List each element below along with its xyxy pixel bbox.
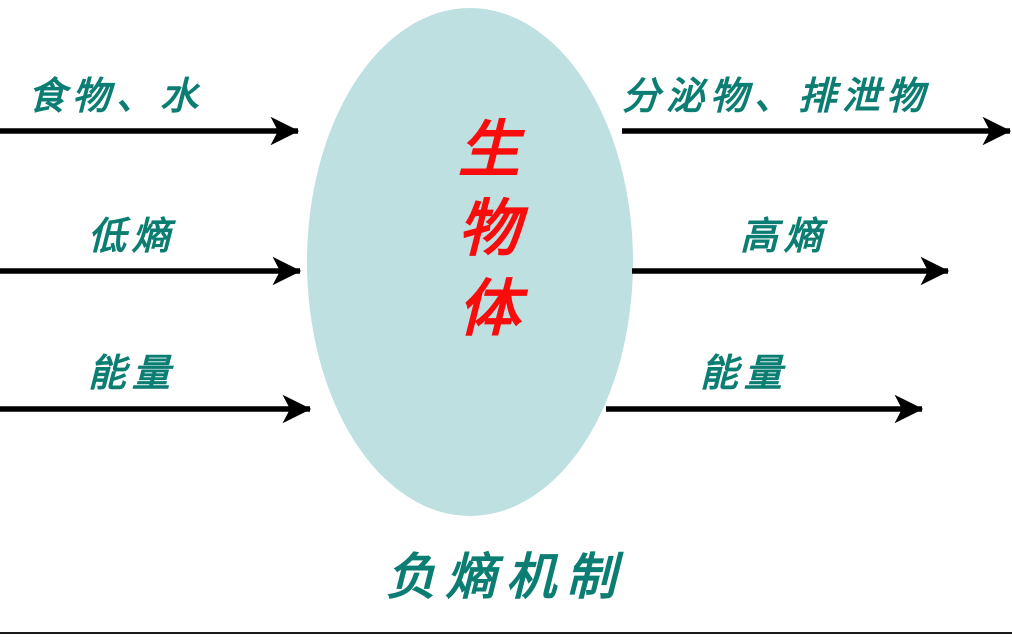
diagram-caption: 负熵机制 xyxy=(386,549,626,605)
organism-ellipse xyxy=(307,8,633,516)
bottom-divider xyxy=(0,632,1012,634)
output-label-high-entropy: 高熵 xyxy=(740,216,829,258)
input-label-low-entropy: 低熵 xyxy=(88,216,177,258)
output-label-secretion: 分泌物、排泄物 xyxy=(622,76,931,118)
organism-label-char-2: 物 xyxy=(457,196,520,265)
output-label-energy: 能量 xyxy=(700,353,789,395)
input-label-energy: 能量 xyxy=(88,353,177,395)
input-label-food: 食物、水 xyxy=(28,76,205,118)
organism-label-char-3: 体 xyxy=(457,275,520,344)
organism-label: 生 物 体 xyxy=(434,112,544,350)
organism-label-char-1: 生 xyxy=(457,117,520,185)
